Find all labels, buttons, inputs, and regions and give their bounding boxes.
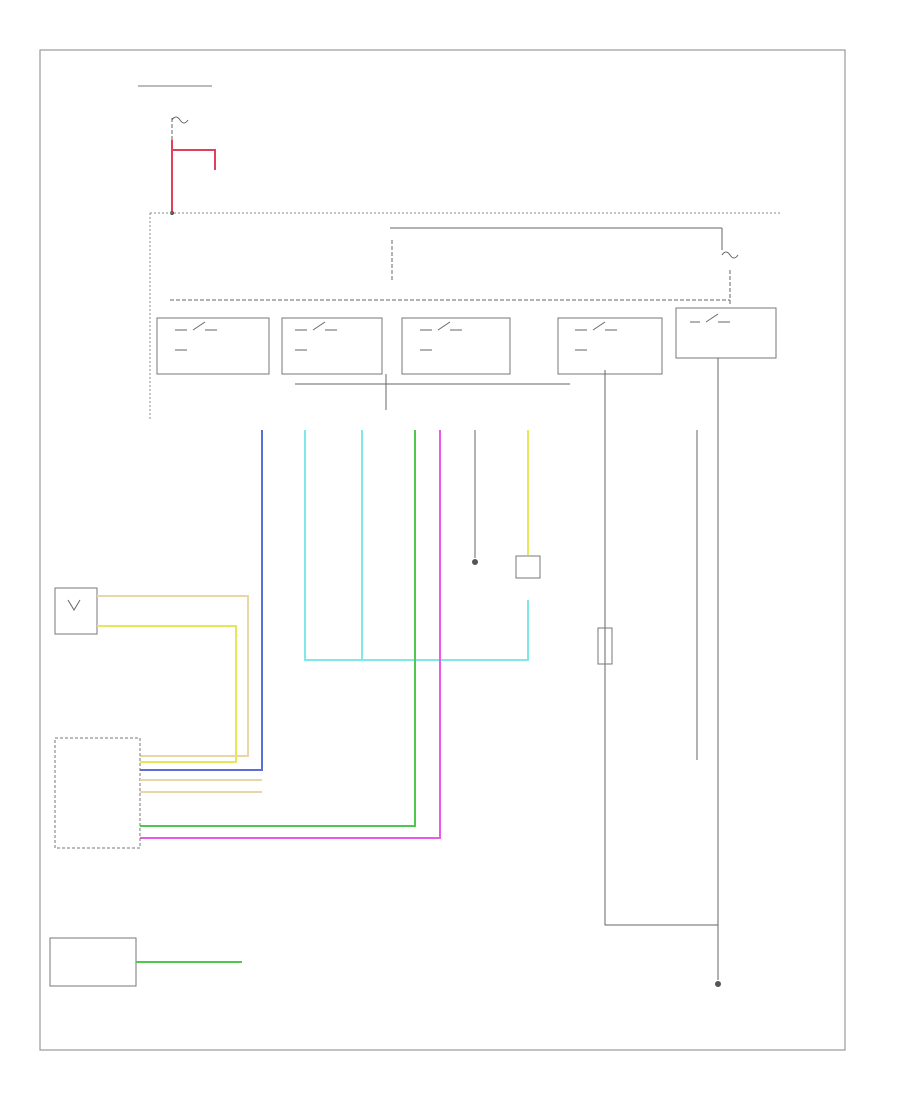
relay-2-box: [281, 317, 383, 375]
blue-wire: [140, 430, 263, 771]
relay-fuses: [391, 240, 739, 305]
green-wire-path: [140, 430, 416, 827]
relay-4-box: [557, 317, 663, 375]
blue-wire-path: [140, 430, 263, 771]
relay-4: [557, 317, 663, 375]
relay-3: [401, 317, 511, 375]
relay-1-box: [156, 317, 270, 375]
magenta-wire-path: [140, 430, 441, 839]
power-bus: [149, 212, 780, 420]
relay-2-contacts: [295, 321, 337, 351]
relay-3-box: [401, 317, 511, 375]
cyan-wire-left: [304, 430, 529, 661]
relay-5: [675, 307, 777, 359]
hvac-box: [49, 937, 137, 987]
relay-1: [156, 317, 270, 375]
green-wire: [140, 430, 416, 827]
gray-wire-right-a: [604, 370, 718, 926]
ground-bottom-dot: [715, 981, 721, 987]
fuse-a-symbol: [171, 116, 189, 124]
left-sensor-box: [54, 587, 98, 635]
tan-wire-upper: [97, 595, 249, 757]
left-sensor-symbol: [67, 599, 81, 611]
relay-4-contacts: [575, 321, 617, 351]
ecm-box: [54, 737, 141, 849]
relay-1-contacts: [175, 321, 217, 351]
relay-2: [281, 317, 383, 375]
red-feed-wire: [170, 140, 216, 215]
cyan-wire-loop: [304, 430, 529, 661]
magenta-wire: [140, 430, 441, 839]
right-gray-wires: [597, 358, 721, 987]
tan-wire-lower: [97, 625, 237, 763]
red-wire-segment: [171, 140, 216, 215]
yellow-wire-heater: [515, 430, 541, 579]
relay-fuse-right-symbol: [721, 251, 739, 259]
ground-center-dot: [472, 559, 478, 565]
relay-3-contacts: [420, 321, 462, 351]
relay-5-contacts: [690, 313, 730, 323]
relay-bank: [156, 299, 777, 410]
hvac-module: [49, 937, 242, 987]
fuse-block: [138, 85, 212, 140]
relay-5-box: [675, 307, 777, 359]
gray-wire-center: [472, 430, 478, 565]
ecm: [54, 737, 262, 849]
heater-right-box: [515, 555, 541, 579]
diagram-frame: [39, 49, 846, 1051]
left-sensor: [54, 587, 249, 763]
heater-right-side-box: [597, 627, 613, 665]
